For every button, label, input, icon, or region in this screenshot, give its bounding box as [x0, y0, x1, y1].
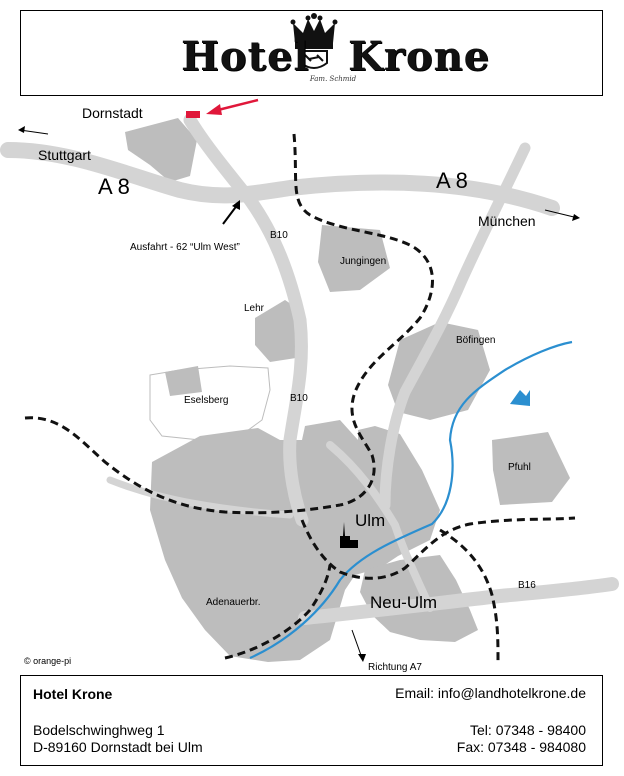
crown-icon [290, 13, 338, 69]
contact-footer: Hotel Krone Bodelschwinghweg 1 D-89160 D… [20, 675, 603, 766]
label-eselsberg: Eselsberg [184, 395, 228, 406]
river-danube [249, 340, 573, 660]
church-icon [340, 522, 358, 548]
route-south-east [439, 528, 500, 663]
copyright-note: © orange-pi [24, 656, 72, 666]
district-outline [149, 365, 271, 441]
label-a8-right: A 8 [436, 168, 468, 193]
logo-word-krone: Krone [348, 33, 491, 80]
red-arrow-icon [206, 104, 222, 115]
road-ulm-ring [326, 441, 434, 612]
label-muenchen: München [478, 213, 536, 229]
dashed-routes [24, 133, 576, 663]
arrowhead-east-icon [572, 214, 580, 221]
label-a8-left: A 8 [98, 174, 130, 199]
footer-phone: Tel: 07348 - 98400 [470, 722, 586, 738]
label-adenauerbr: Adenauerbr. [206, 597, 261, 608]
road-ulm-muenchen-link [379, 142, 531, 511]
footer-hotel-name: Hotel Krone [33, 686, 113, 702]
logo-word-hotel: Hotel [181, 33, 310, 80]
label-ulm: Ulm [355, 511, 385, 530]
road-b10 [183, 113, 309, 527]
urban-pfuhl [492, 432, 570, 505]
urban-eselsberg [165, 366, 202, 396]
a7-arrow-line [351, 629, 363, 659]
label-neu-ulm: Neu-Ulm [370, 593, 437, 612]
footer-email[interactable]: Email: info@landhotelkrone.de [395, 685, 586, 701]
label-jungingen: Jungingen [340, 256, 386, 267]
label-b10-top: B10 [270, 230, 288, 241]
logo-subtitle: Fam. Schmid [309, 75, 357, 83]
label-stuttgart: Stuttgart [38, 147, 91, 163]
label-boefingen: Böfingen [456, 335, 495, 346]
urban-jungingen [318, 225, 390, 292]
header-logo-box: Hotel Krone Fam. Schmid [20, 10, 603, 96]
label-richtung-a7: Richtung A7 [368, 662, 422, 673]
route-north [292, 133, 434, 507]
blue-arrow-icon [510, 390, 530, 406]
arrow-west [19, 129, 49, 135]
label-b16: B16 [518, 580, 536, 591]
arrowhead-west-icon [18, 126, 25, 133]
label-lehr: Lehr [244, 303, 265, 314]
route-central [300, 516, 576, 580]
arrow-east [544, 209, 579, 219]
label-dornstadt: Dornstadt [82, 105, 143, 121]
label-pfuhl: Pfuhl [508, 462, 531, 473]
city-map: Dornstadt Stuttgart A 8 A 8 München Ausf… [0, 98, 619, 673]
a7-arrowhead-icon [358, 654, 366, 662]
route-south-west [224, 564, 332, 660]
route-west [24, 416, 341, 515]
red-arrow-line [217, 98, 259, 112]
roads [0, 113, 619, 625]
footer-street: Bodelschwinghweg 1 [33, 722, 165, 738]
footer-fax: Fax: 07348 - 984080 [456, 739, 586, 755]
label-b10-mid: B10 [290, 393, 308, 404]
label-ausfahrt: Ausfahrt - 62 “Ulm West” [130, 242, 240, 253]
urban-lehr [255, 300, 300, 362]
road-b16 [298, 577, 619, 625]
footer-city: D-89160 Dornstadt bei Ulm [33, 739, 203, 755]
exit-arrowhead-icon [232, 200, 240, 210]
urban-dornstadt [125, 118, 197, 182]
hotel-marker-icon [186, 111, 200, 118]
urban-boefingen [388, 322, 490, 420]
